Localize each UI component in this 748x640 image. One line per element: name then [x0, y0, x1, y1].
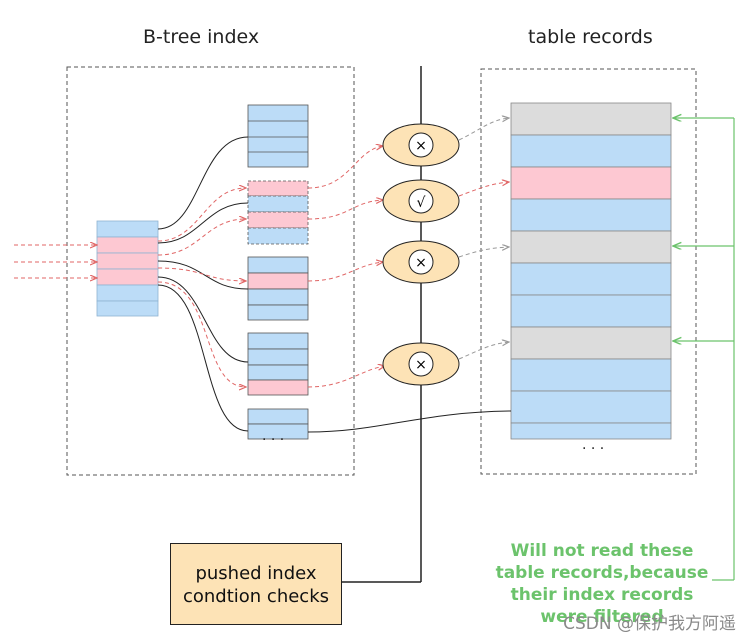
leaf-table-solid-path	[307, 410, 512, 433]
table-records-title: table records	[528, 26, 653, 48]
pushed-index-box: pushed index condtion checks	[170, 543, 342, 625]
watermark: CSDN @保护我方阿遥	[563, 614, 736, 634]
check-node-3: ×	[382, 240, 460, 284]
filtered-note-line3: their index records	[510, 585, 694, 605]
root-leaf-red-paths	[157, 188, 246, 387]
table-records-frame	[480, 68, 697, 475]
filtered-note: Will not read these table records,becaus…	[492, 540, 712, 628]
leaf-node-2	[247, 180, 309, 245]
leaf-node-5	[247, 408, 309, 440]
filtered-note-line2: table records,because	[495, 563, 709, 583]
check-node-2: √	[382, 179, 460, 223]
leaf-check-paths	[307, 146, 385, 388]
leaf-ellipsis: · · ·	[262, 432, 285, 448]
incoming-arrows	[14, 245, 97, 278]
check-node-1: ×	[382, 123, 460, 167]
leaf-node-3	[247, 256, 309, 321]
filtered-note-line4: were filtered	[540, 607, 664, 627]
check-node-4: ×	[382, 342, 460, 386]
check-mark-3: ×	[415, 255, 427, 271]
root-node	[96, 220, 159, 317]
check-mark-4: ×	[415, 357, 427, 373]
btree-index-title: B-tree index	[143, 26, 260, 48]
table-ellipsis: · · ·	[582, 441, 605, 457]
root-leaf-connectors	[157, 136, 249, 432]
pushed-index-line2: condtion checks	[182, 586, 330, 607]
check-mark-1: ×	[415, 138, 427, 154]
leaf-node-1	[247, 104, 309, 168]
pushed-index-line1: pushed index	[195, 563, 317, 584]
leaf-node-4	[247, 332, 309, 396]
filtered-bracket	[673, 118, 735, 581]
check-table-paths	[458, 118, 509, 360]
table-record-rows	[510, 102, 672, 440]
check-mark-2: √	[417, 195, 426, 211]
check-nodes: × √ × ×	[382, 123, 460, 386]
btree-index-frame	[66, 66, 355, 476]
filtered-note-line1: Will not read these	[510, 541, 694, 561]
